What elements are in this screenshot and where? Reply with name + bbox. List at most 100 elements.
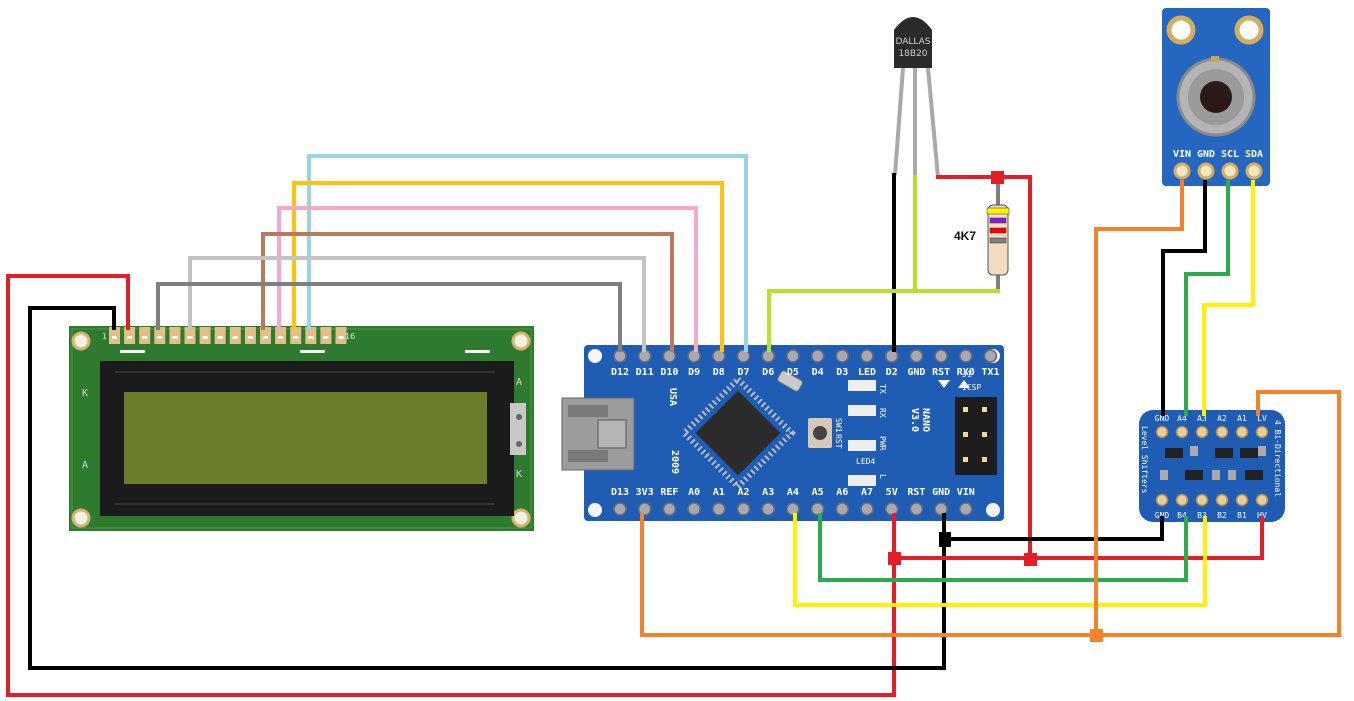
mlx-pin-label: SCL <box>1221 149 1239 160</box>
nano-pin-label: RST <box>907 487 925 498</box>
ls-side-right: 4 Bi-Directional <box>1273 420 1282 497</box>
lcd-module: K A A K 1 16 <box>69 326 534 531</box>
resistor-band <box>989 217 1007 224</box>
resistor-band <box>986 207 1010 215</box>
led-pwr <box>848 440 876 451</box>
icsp-header <box>955 397 997 475</box>
lcd-pin-pad <box>169 327 181 344</box>
ls-pin-b1 <box>1235 493 1249 507</box>
mlx-pin-label: VIN <box>1173 149 1191 160</box>
nano-pin-label: D4 <box>812 367 824 378</box>
lcd-pin-pad <box>139 327 151 344</box>
silk-year: 2009 <box>669 450 680 474</box>
nano-pin-label: 5V <box>886 487 898 498</box>
lcd-label-a-right: A <box>516 377 522 388</box>
led-tx <box>848 380 876 391</box>
nano-pin-label: D9 <box>688 367 700 378</box>
silk-usa: USA <box>667 388 678 406</box>
ls-pin-a2 <box>1215 425 1229 439</box>
junction-gnd <box>939 532 951 547</box>
led-label-pwr: PWR <box>878 436 887 451</box>
ls-pin-lv <box>1255 425 1269 439</box>
nano-pin-label: D7 <box>737 367 749 378</box>
ls-pin-label: B1 <box>1237 511 1247 520</box>
silk-sw1: SW1 <box>834 418 843 433</box>
lcd-pin-pad <box>275 327 287 344</box>
mlx-pin-label: SDA <box>1245 149 1263 160</box>
nano-pin-label: D12 <box>611 367 629 378</box>
ds18b20-label-1: DALLAS <box>895 37 930 47</box>
ls-pin-b2 <box>1215 493 1229 507</box>
ir-sensor-window <box>1200 81 1232 113</box>
wire-lcd-d4-to-d10 <box>261 232 674 352</box>
ls-pin-label: GND <box>1155 414 1170 423</box>
nano-pin-label: A1 <box>713 487 725 498</box>
wire-lcd-gnd <box>28 306 946 670</box>
lcd-pin-pad <box>244 327 256 344</box>
nano-pin-d8 <box>712 349 726 363</box>
atmega-chip <box>680 375 796 491</box>
ls-pin-b4 <box>1175 493 1189 507</box>
ls-pin-label: A4 <box>1177 414 1187 423</box>
board-name: NANO <box>920 408 931 432</box>
lcd-label-k-left: K <box>82 388 88 399</box>
ls-pin-label: HV <box>1257 511 1267 520</box>
nano-pin-label: GND <box>932 487 950 498</box>
junction-vdd-resistor <box>991 171 1004 184</box>
nano-pin-a7 <box>860 502 874 516</box>
ls-pin-b3 <box>1195 493 1209 507</box>
junction-3v3 <box>1090 629 1103 642</box>
nano-pin-vin <box>959 502 973 516</box>
nano-pin-a3 <box>761 502 775 516</box>
junction-5v-ds18b20 <box>1024 553 1037 566</box>
ls-side-left: Level Shifters <box>1140 426 1149 494</box>
ls-pin-label: A3 <box>1197 414 1207 423</box>
lcd-pin-pad <box>260 327 271 344</box>
nano-pin-rst <box>909 502 924 516</box>
wire-ds18b20-data-to-d6 <box>767 289 1000 352</box>
wire-a5-to-b4 <box>818 513 1188 582</box>
lcd-pin-pad <box>320 327 332 344</box>
ls-pin-label: B3 <box>1197 511 1207 520</box>
nano-top-header <box>613 349 998 363</box>
mlx-pin-sda <box>1245 162 1263 180</box>
ls-pin-label: A2 <box>1217 414 1227 423</box>
lcd-screen <box>124 392 487 484</box>
nano-pin-d7 <box>736 349 751 363</box>
lcd-pin-pad <box>184 327 196 344</box>
nano-pin-label: LED <box>858 367 876 378</box>
wire-a4-to-b3 <box>793 513 1207 607</box>
nano-pin-label: D11 <box>636 367 654 378</box>
nano-pin-label: A4 <box>787 487 799 498</box>
lcd-pin-pad <box>229 327 241 344</box>
nano-pin-label: D5 <box>787 367 799 378</box>
nano-pin-d5 <box>786 349 800 363</box>
nano-pin-a0 <box>687 502 701 516</box>
led-label-rx: RX <box>878 408 887 418</box>
nano-pin-gnd <box>934 502 948 516</box>
ds18b20-leg-gnd <box>893 67 905 176</box>
resistor-band <box>989 227 1007 234</box>
lcd-pin-pad <box>124 327 136 344</box>
wire-lcd-rs-to-d12 <box>156 282 622 352</box>
ls-pin-a3 <box>1195 425 1209 439</box>
nano-pin-ref <box>662 502 677 516</box>
nano-pin-label: A2 <box>737 487 749 498</box>
nano-pin-d13 <box>613 502 627 516</box>
level-shifter-pcb <box>1139 410 1285 522</box>
lcd-pin-pad <box>154 327 166 344</box>
pullup-resistor: 4K7 <box>954 180 1010 290</box>
nano-pin-d3 <box>835 349 850 363</box>
mount-hole <box>511 508 531 528</box>
ls-pin-label: LV <box>1257 414 1267 423</box>
nano-pin-3v3 <box>637 502 652 516</box>
wire-5v-to-hv <box>892 516 1264 560</box>
nano-pin-a5 <box>810 502 825 516</box>
junction-5v <box>888 552 901 565</box>
